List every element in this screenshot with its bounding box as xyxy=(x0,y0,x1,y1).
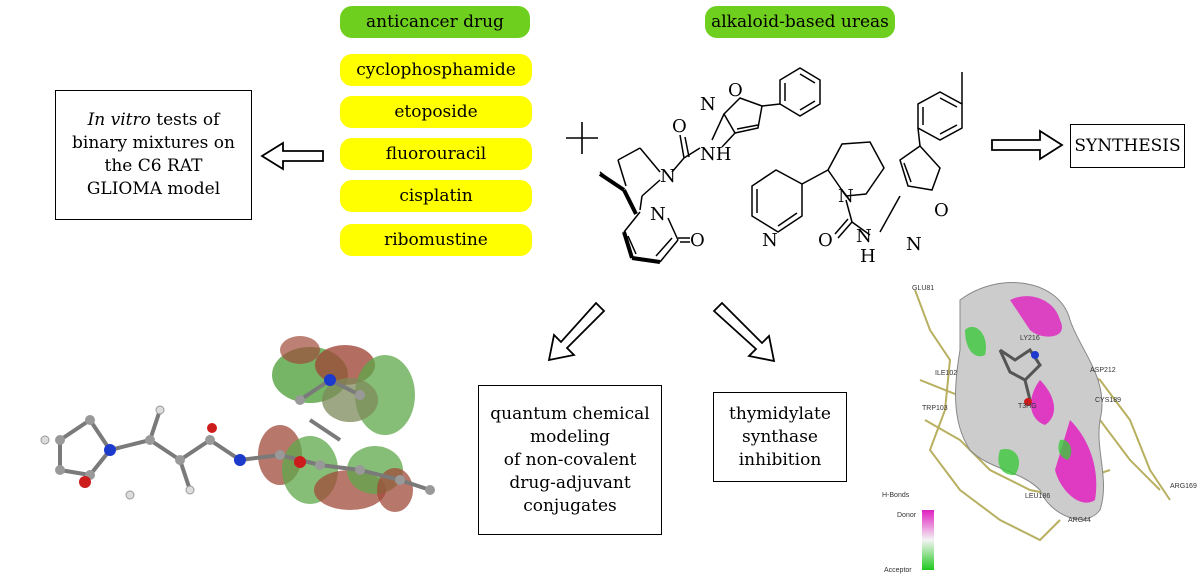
thymidylate-box: thymidylate synthase inhibition xyxy=(713,392,847,482)
invitro-line2: binary mixtures on xyxy=(72,133,235,153)
arrow-left-icon xyxy=(260,141,324,171)
atom-n-3: N xyxy=(650,204,666,225)
hbond-legend-donor: Donor xyxy=(897,512,917,519)
atom-n-5: N xyxy=(856,226,872,247)
drug-pill-cyclophosphamide: cyclophosphamide xyxy=(340,54,532,86)
atom-n-6: N xyxy=(906,234,922,255)
plus-sign-icon xyxy=(566,122,598,154)
residue-label-trp103: TRP103 xyxy=(922,405,948,412)
quantum-line5: conjugates xyxy=(523,495,617,516)
invitro-italic: In vitro xyxy=(87,110,151,130)
drug-pill-fluorouracil: fluorouracil xyxy=(340,138,532,170)
quantum-line4: drug-adjuvant xyxy=(509,472,631,493)
atom-o-5: O xyxy=(934,200,949,221)
atom-n-4: N xyxy=(838,186,854,207)
residue-label-arg44: ARG44 xyxy=(1068,517,1091,524)
arrow-right-icon xyxy=(991,129,1064,161)
anabasine-urea-molecule xyxy=(751,72,963,239)
arrow-down-left-icon xyxy=(547,301,606,362)
residue-label-ile102: ILE102 xyxy=(935,370,957,377)
thymidylate-line3: inhibition xyxy=(738,449,822,470)
hbond-legend-bar xyxy=(922,510,934,570)
residue-label-cys189: CYS189 xyxy=(1095,397,1121,404)
thymidylate-line1: thymidylate xyxy=(729,403,831,424)
atom-nh-1: NH xyxy=(700,144,731,165)
invitro-line1: In vitro tests of xyxy=(72,109,235,132)
residue-label-glu81: GLU81 xyxy=(912,285,934,292)
anticancer-drug-header: anticancer drug xyxy=(340,6,530,38)
alkaloid-ureas-header: alkaloid-based ureas xyxy=(705,6,895,38)
invitro-line4: GLIOMA model xyxy=(86,179,221,199)
drug-pill-cisplatin: cisplatin xyxy=(340,180,532,212)
atom-n-1: N xyxy=(700,94,716,115)
atom-o-3: O xyxy=(690,230,705,251)
atom-n-2: N xyxy=(660,166,676,187)
quantum-line3: of non-covalent xyxy=(503,449,637,470)
residue-label-asp212: ASP212 xyxy=(1090,367,1116,374)
atom-o-4: O xyxy=(818,230,833,251)
thymidylate-line2: synthase xyxy=(742,426,818,447)
residue-label-arg169: ARG169 xyxy=(1170,483,1197,490)
residue-label-leu186: LEU186 xyxy=(1025,493,1050,500)
atom-o-1: O xyxy=(728,80,743,101)
atom-n-7: N xyxy=(762,230,778,251)
drug-pill-etoposide: etoposide xyxy=(340,96,532,128)
synthesis-box: SYNTHESIS xyxy=(1070,124,1185,168)
hbond-legend-acceptor: Acceptor xyxy=(884,567,912,574)
invitro-line3: the C6 RAT xyxy=(104,156,203,176)
invitro-box: In vitro tests of binary mixtures on the… xyxy=(55,90,252,220)
atom-h-1: H xyxy=(860,246,876,267)
quantum-line1: quantum chemical xyxy=(490,403,650,424)
orbital-render-image xyxy=(40,336,435,512)
quantum-line2: modeling xyxy=(529,426,610,447)
quantum-modeling-box: quantum chemical modeling of non-covalen… xyxy=(478,385,662,535)
cytisine-urea-molecule xyxy=(598,67,821,264)
arrow-down-right-icon xyxy=(712,301,776,363)
hbond-legend-title: H-Bonds xyxy=(882,492,910,499)
residue-label-ly216: LY216 xyxy=(1020,335,1040,342)
invitro-line1-rest: tests of xyxy=(150,110,220,130)
drug-pill-ribomustine: ribomustine xyxy=(340,224,532,256)
residue-label-t3hg: T3HG xyxy=(1018,403,1037,410)
docking-render-image: GLU81 LY216 ASP212 ILE102 TRP103 T3HG CY… xyxy=(882,282,1197,574)
atom-o-2: O xyxy=(672,116,687,137)
